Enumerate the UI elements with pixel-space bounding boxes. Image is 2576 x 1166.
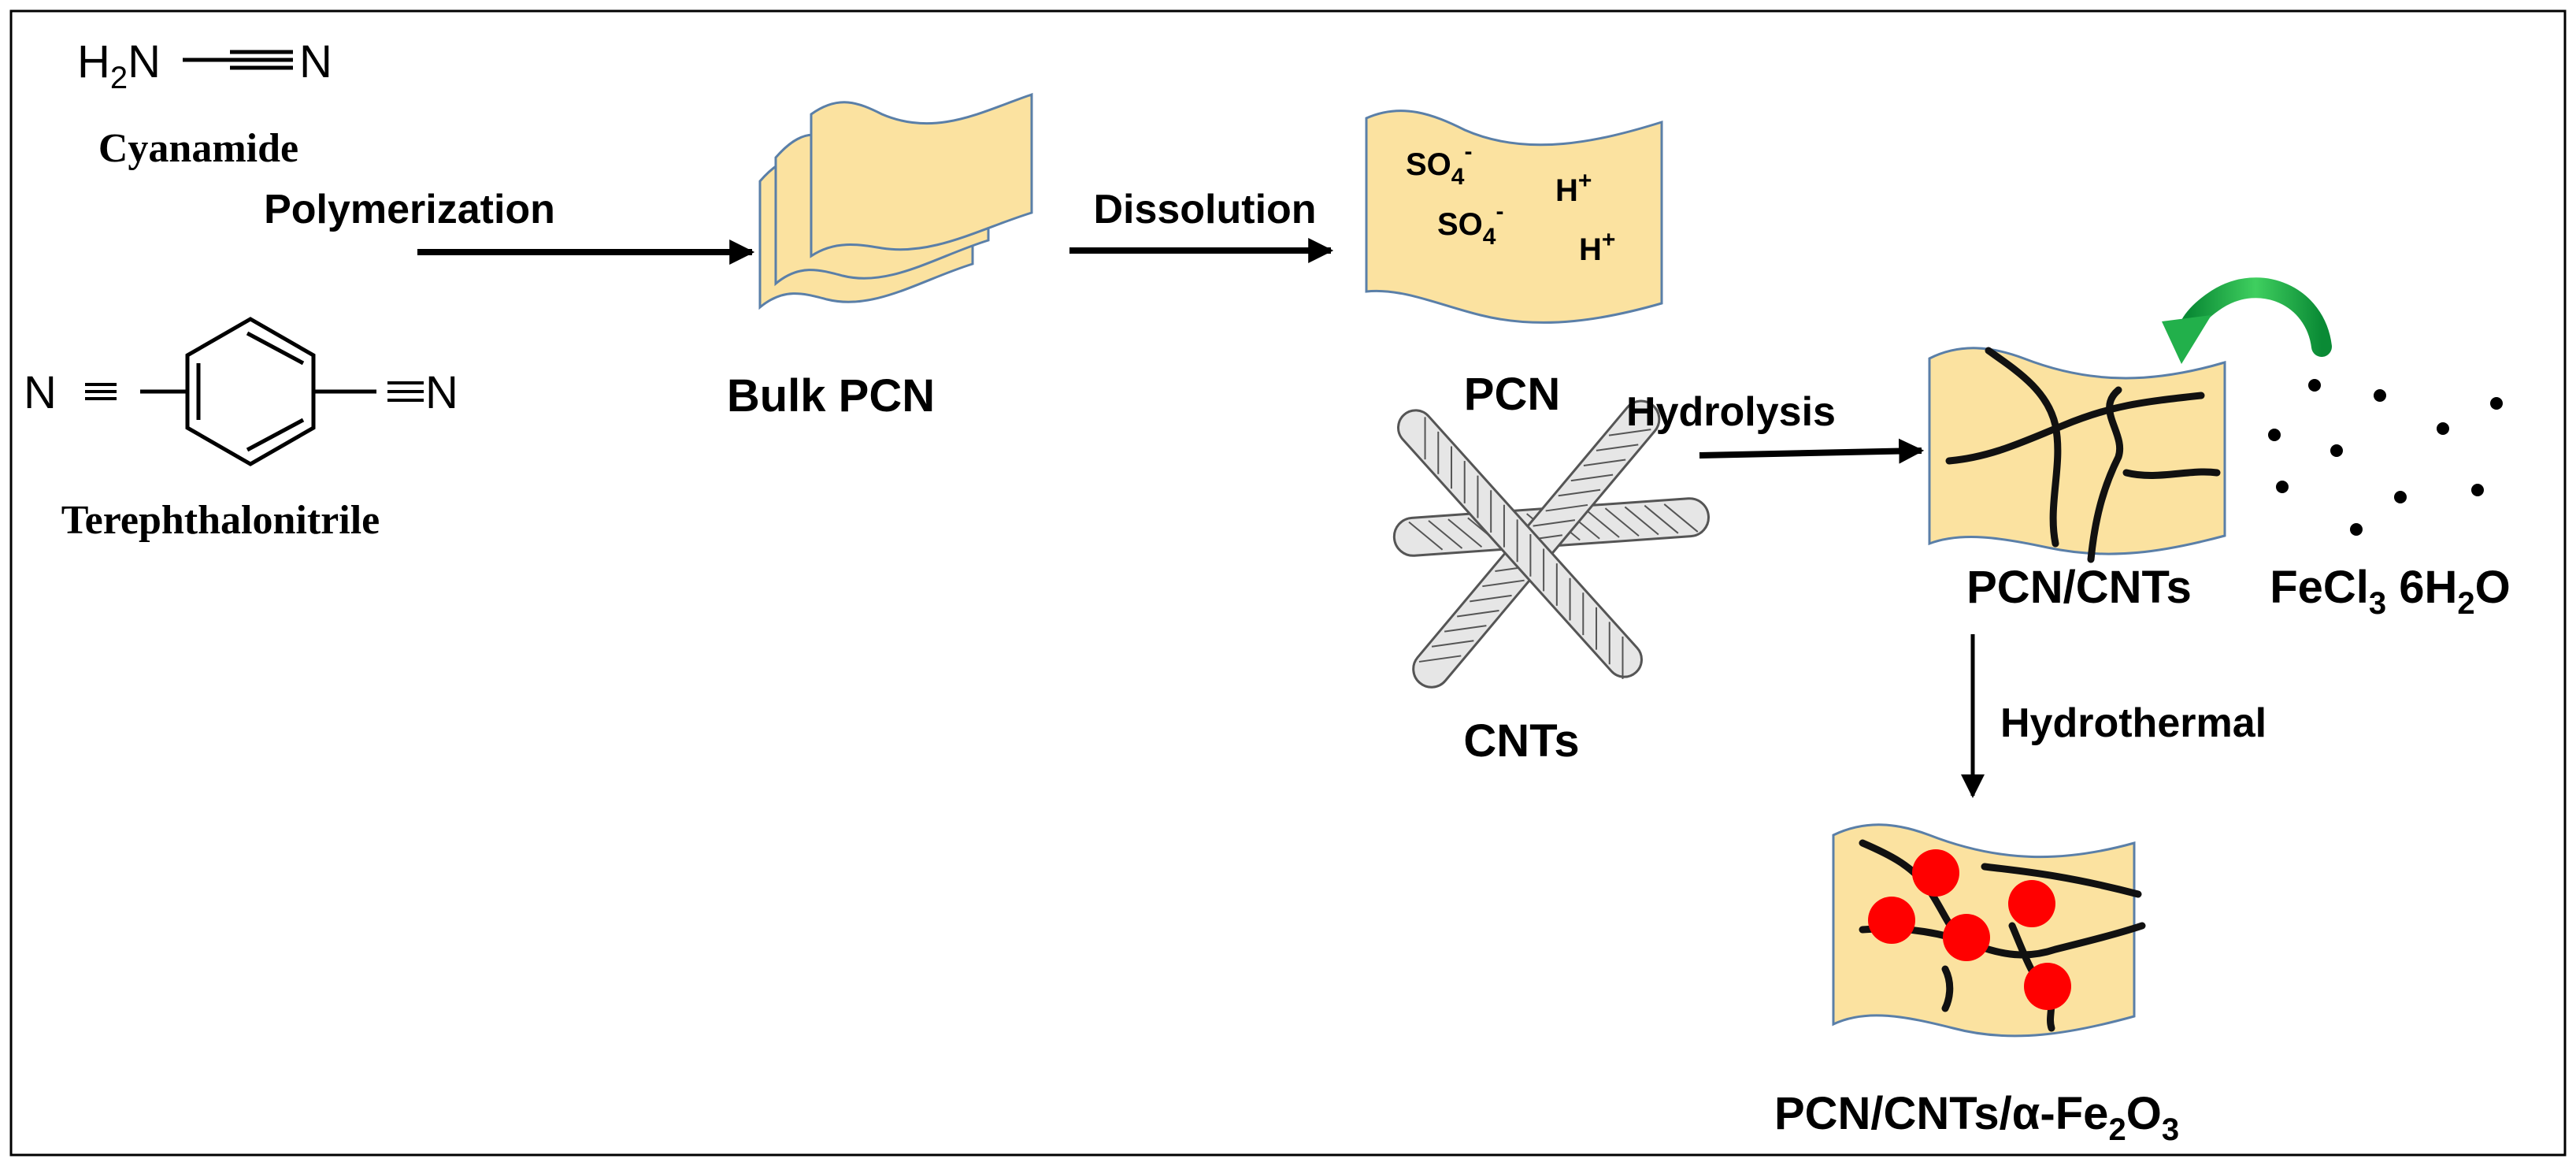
- cnts-label: CNTs: [1463, 715, 1579, 767]
- figure-frame: [9, 9, 2567, 1157]
- terephthalonitrile-structure: N N: [24, 317, 458, 466]
- cyanamide-h: H: [77, 36, 110, 87]
- right-nitrile-n: N: [425, 367, 458, 418]
- dissolution-label: Dissolution: [1093, 187, 1316, 232]
- pcn-cnts-label: PCN/CNTs: [1966, 562, 2192, 613]
- pcn-label: PCN: [1464, 369, 1560, 420]
- svg-text:H2N: H2N: [77, 36, 161, 95]
- terephthalonitrile-label: Terephthalonitrile: [61, 498, 380, 543]
- proton-ion-1: H+: [1555, 168, 1592, 208]
- left-nitrile-n: N: [24, 367, 57, 418]
- benzene-double-bond-top: [246, 331, 305, 366]
- embedded-cnt-lines: [1945, 347, 2221, 563]
- green-curved-arrow: [2162, 277, 2332, 364]
- hydrolysis-label: Hydrolysis: [1626, 389, 1836, 435]
- cyanamide-h-subscript: 2: [110, 61, 128, 95]
- sulfate-ion-1: SO4-: [1406, 139, 1472, 190]
- fe2o3-particle: [2024, 963, 2071, 1010]
- bulk-sheet-front: [810, 92, 1033, 258]
- fe2o3-particle: [2008, 880, 2055, 927]
- cyanamide-nitrile-n: N: [299, 36, 332, 87]
- bulk-pcn-sheets: [758, 92, 1033, 310]
- fe2o3-particle: [1943, 914, 1990, 961]
- sulfate-ion-2: SO4-: [1437, 199, 1503, 250]
- pcn-cnts-sheet: [1928, 347, 2226, 555]
- iron-salt-dots: [2268, 379, 2503, 536]
- polymerization-label: Polymerization: [264, 187, 555, 232]
- bulk-pcn-label: Bulk PCN: [727, 370, 935, 421]
- fe2o3-particle: [1868, 897, 1915, 944]
- benzene-double-bond-bottom: [246, 418, 305, 452]
- cyanamide-amine-n: N: [128, 36, 161, 87]
- hydrolysis-arrow: [1699, 438, 1925, 464]
- benzene-ring: [185, 317, 316, 466]
- cyanamide-label: Cyanamide: [98, 126, 298, 171]
- pcn-sheet: [1365, 110, 1663, 324]
- cnt-bundle: [1392, 399, 1711, 689]
- iron-salt-label: FeCl3 6H2O: [2270, 562, 2511, 621]
- cyanamide-structure: H2N N: [77, 36, 332, 95]
- hydrothermal-label: Hydrothermal: [2000, 700, 2267, 746]
- proton-ion-2: H+: [1579, 227, 1615, 267]
- fe2o3-nanoparticles: [1868, 849, 2071, 1010]
- fe2o3-particle: [1912, 849, 1959, 897]
- final-composite-label: PCN/CNTs/α-Fe2O3: [1774, 1088, 2179, 1147]
